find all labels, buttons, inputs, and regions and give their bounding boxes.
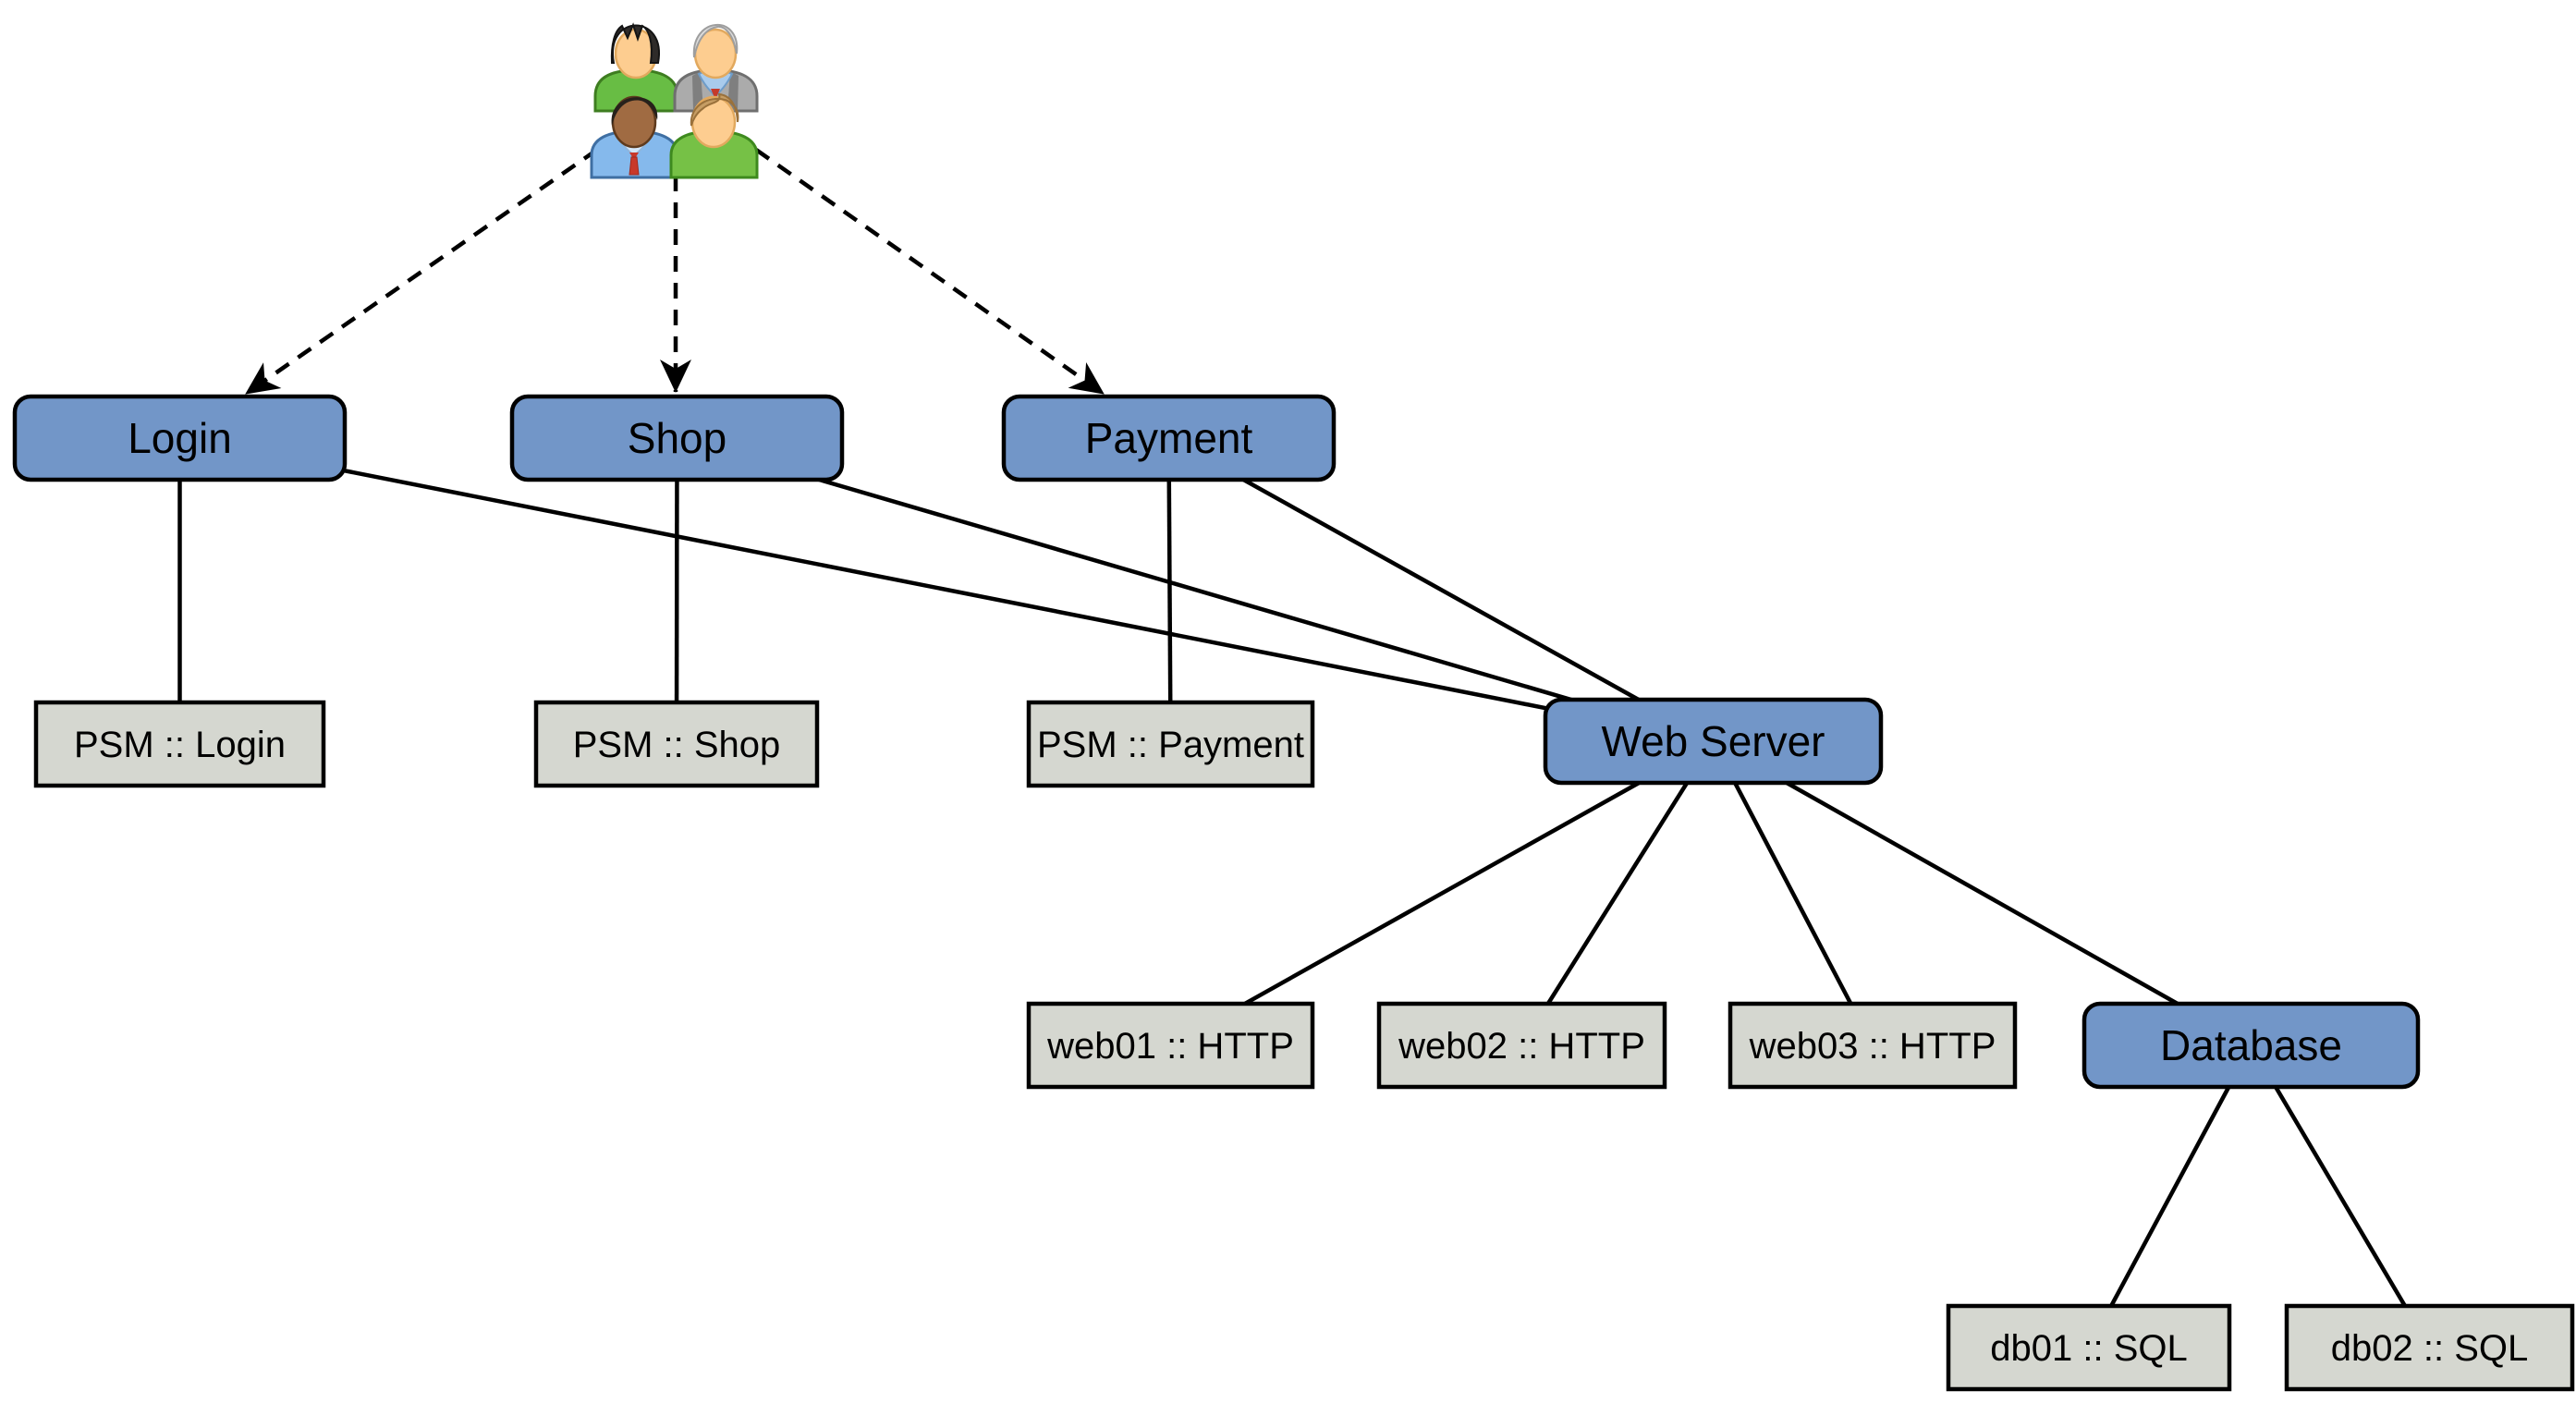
edge-payment-webserver (1167, 436, 1715, 743)
edge-database-db01 (2087, 1043, 2253, 1349)
node-shop: Shop (509, 394, 845, 482)
users-group-icon (590, 22, 759, 179)
node-db01: db01 :: SQL (1946, 1303, 2232, 1392)
user-woman-icon (593, 22, 679, 113)
edge-shop-webserver (676, 435, 1715, 744)
node-login: Login (12, 394, 348, 482)
node-payment-box (1001, 394, 1337, 482)
node-database-label: Database (2160, 1021, 2342, 1069)
node-web02-label: web02 :: HTTP (1398, 1026, 1645, 1067)
user-request-edges (244, 148, 1105, 396)
node-web03: web03 :: HTTP (1728, 1001, 2018, 1090)
node-payment-label: Payment (1085, 414, 1253, 462)
node-db01-label: db01 :: SQL (1990, 1328, 2187, 1369)
node-payment: Payment (1001, 394, 1337, 482)
node-psm-payment-box (1026, 700, 1315, 788)
edge-users-login (244, 148, 599, 396)
edge-payment-psm-payment (1166, 437, 1173, 745)
node-psm-login-label: PSM :: Login (74, 725, 286, 765)
user-man-blue-shirt-icon (590, 95, 679, 179)
edge-webserver-web02 (1520, 739, 1715, 1047)
node-db02: db02 :: SQL (2284, 1303, 2575, 1392)
node-psm-shop: PSM :: Shop (533, 700, 820, 788)
node-web03-box (1728, 1001, 2018, 1090)
node-db02-label: db02 :: SQL (2331, 1328, 2528, 1369)
node-psm-login-box (33, 700, 326, 788)
node-db01-box (1946, 1303, 2232, 1392)
node-psm-payment-label: PSM :: Payment (1037, 725, 1304, 765)
user-person-green-shirt-icon (669, 92, 759, 179)
node-web03-label: web03 :: HTTP (1749, 1026, 1996, 1067)
node-web01-label: web01 :: HTTP (1046, 1026, 1294, 1067)
node-web01: web01 :: HTTP (1026, 1001, 1315, 1090)
edge-shop-psm-shop (674, 437, 679, 745)
node-web01-box (1026, 1001, 1315, 1090)
node-shop-label: Shop (628, 414, 726, 462)
node-db02-box (2284, 1303, 2575, 1392)
node-psm-shop-label: PSM :: Shop (573, 725, 781, 765)
node-login-label: Login (128, 414, 232, 462)
edges (177, 435, 2432, 1349)
node-database: Database (2082, 1001, 2421, 1090)
user-older-man-icon (673, 24, 759, 113)
node-web02-box (1376, 1001, 1667, 1090)
node-web-server: Web Server (1543, 697, 1884, 786)
node-web-server-label: Web Server (1601, 717, 1825, 765)
node-shop-box (509, 394, 845, 482)
node-psm-payment: PSM :: Payment (1026, 700, 1315, 788)
edge-webserver-web03 (1711, 739, 1874, 1047)
node-web02: web02 :: HTTP (1376, 1001, 1667, 1090)
edge-webserver-database (1712, 739, 2252, 1047)
node-web-server-box (1543, 697, 1884, 786)
edge-users-payment (754, 148, 1105, 396)
edge-login-webserver (179, 435, 1714, 744)
node-psm-shop-box (533, 700, 820, 788)
edge-database-db02 (2249, 1043, 2432, 1349)
node-login-box (12, 394, 348, 482)
edge-webserver-web01 (1169, 739, 1715, 1047)
node-psm-login: PSM :: Login (33, 700, 326, 788)
node-database-box (2082, 1001, 2421, 1090)
